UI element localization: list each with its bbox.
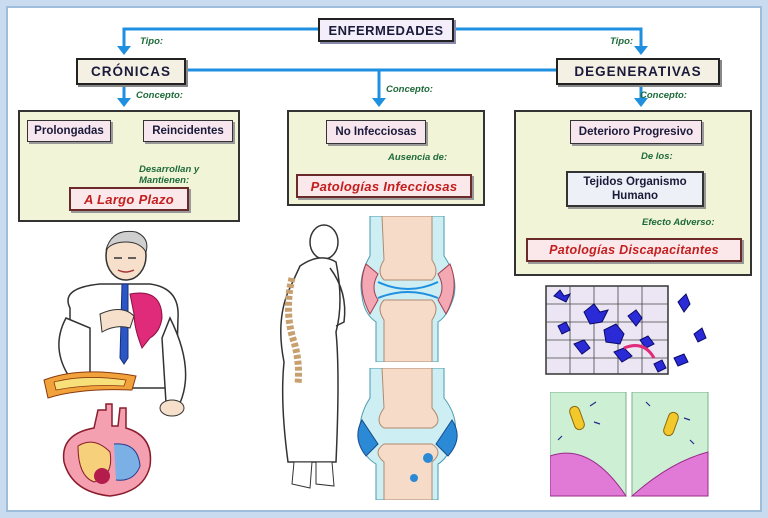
category-label-degenerativas: DEGENERATIVAS [574, 64, 702, 79]
result-patologias-infecciosas: Patologías Infecciosas [296, 174, 472, 198]
concepto-label-center: Concepto: [386, 84, 433, 95]
result-patologias-discapacitantes-label: Patologías Discapacitantes [549, 243, 719, 257]
joint-arthritic-illustration [357, 368, 458, 500]
concepto-label-left: Concepto: [136, 90, 183, 101]
illustration-man-chest-pain [58, 230, 187, 417]
result-largo-plazo: A Largo Plazo [69, 187, 189, 211]
item-deterioro-progresivo-label: Deterioro Progresivo [578, 126, 694, 138]
tissue-box-label: Tejidos Organismo Humano [583, 176, 687, 202]
result-patologias-discapacitantes: Patologías Discapacitantes [526, 238, 742, 262]
item-prolongadas: Prolongadas [27, 120, 111, 142]
root-node-enfermedades: ENFERMEDADES [318, 18, 454, 42]
relation-de-los: De los: [641, 151, 673, 162]
relation-efecto-adverso: Efecto Adverso: [642, 217, 715, 228]
joint-healthy-illustration [360, 216, 456, 362]
arrow-to-degenerativas [454, 27, 643, 48]
category-node-cronicas: CRÓNICAS [76, 58, 186, 85]
item-no-infecciosas: No Infecciosas [326, 120, 426, 144]
result-patologias-infecciosas-label: Patologías Infecciosas [310, 178, 458, 194]
root-node-label: ENFERMEDADES [328, 22, 444, 38]
item-reincidentes-label: Reincidentes [152, 125, 224, 137]
concepto-label-right: Concepto: [640, 90, 687, 101]
item-prolongadas-label: Prolongadas [34, 125, 104, 137]
result-largo-plazo-label: A Largo Plazo [83, 191, 175, 207]
tipo-label-right: Tipo: [610, 36, 634, 47]
item-reincidentes: Reincidentes [143, 120, 233, 142]
tipo-label-left: Tipo: [140, 36, 164, 47]
illustration-stooped-person [280, 224, 346, 489]
arrow-to-cronicas [122, 27, 318, 48]
relation-desarrollan: Desarrollan y Mantienen: [139, 164, 200, 186]
heart-icon [62, 403, 152, 497]
category-label-cronicas: CRÓNICAS [90, 64, 171, 79]
cell-damage-illustration [545, 285, 707, 375]
item-no-infecciosas-label: No Infecciosas [335, 126, 417, 138]
relation-ausencia: Ausencia de: [388, 152, 448, 163]
tissue-box: Tejidos Organismo Humano [566, 171, 704, 207]
category-node-degenerativas: DEGENERATIVAS [556, 58, 720, 85]
artery-plaque-icon [43, 371, 137, 399]
bacteria-cells-illustration [550, 392, 709, 497]
item-deterioro-progresivo: Deterioro Progresivo [570, 120, 702, 144]
